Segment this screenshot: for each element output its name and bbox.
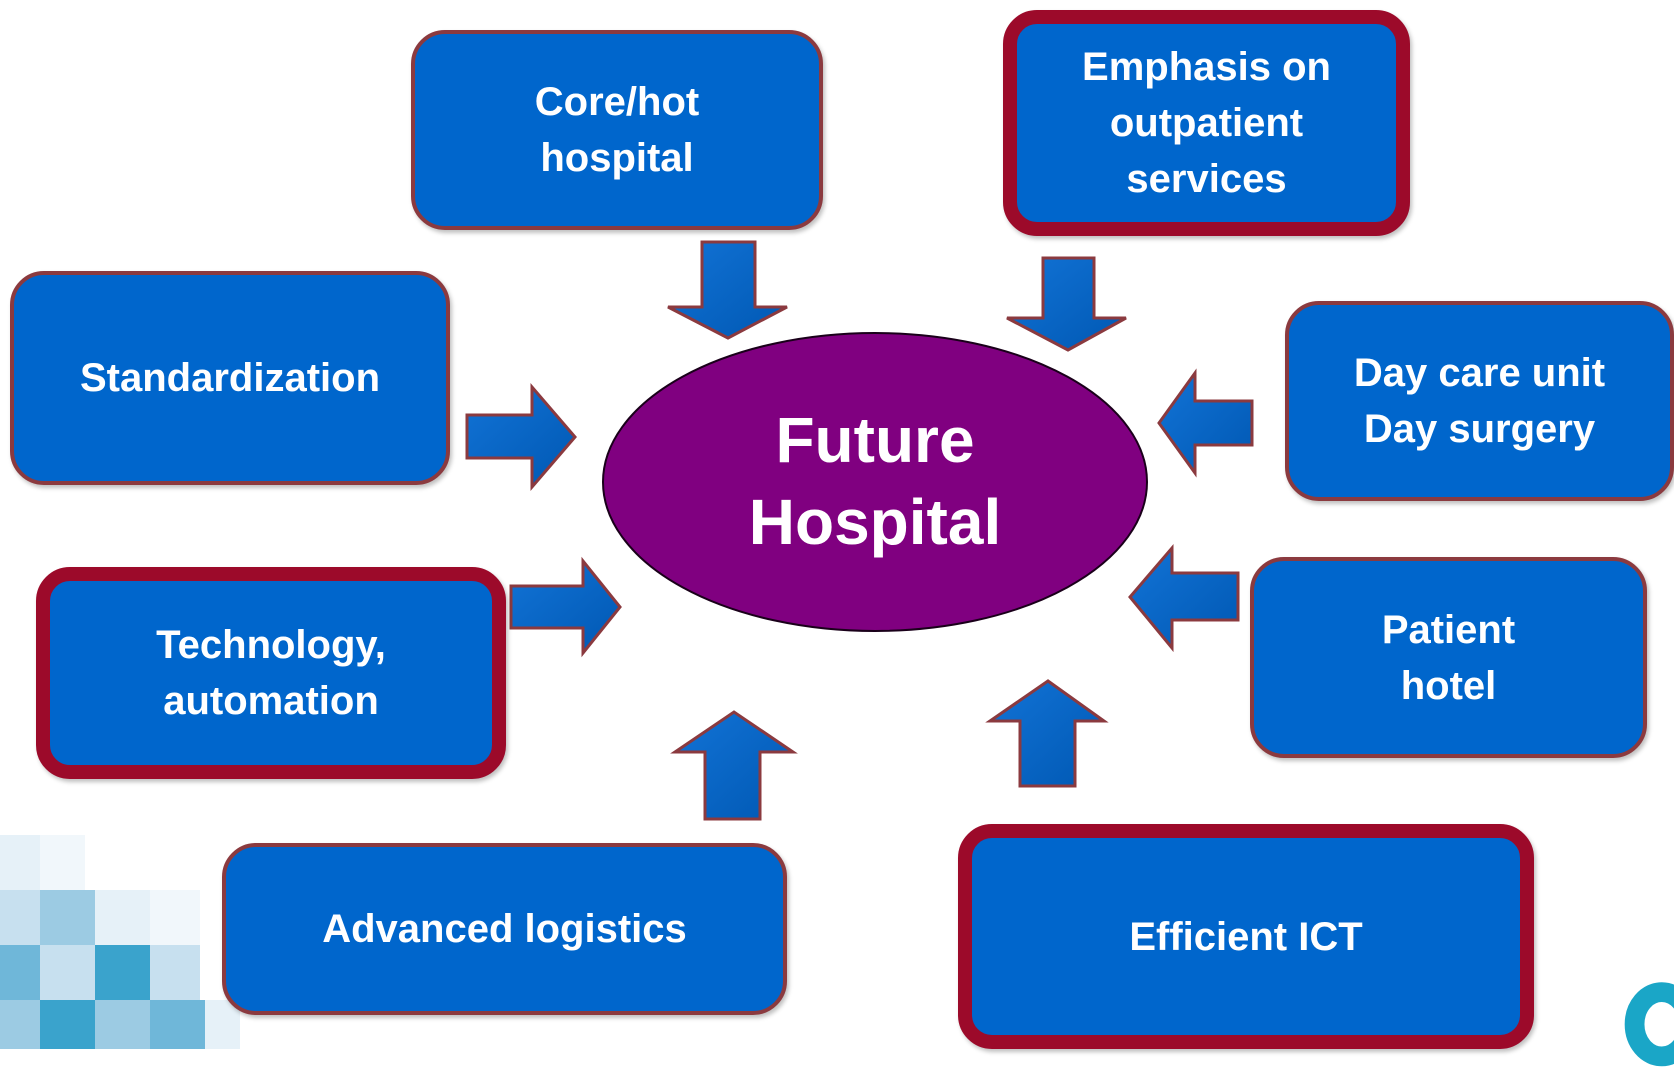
arrow-down-core [667,240,788,340]
node-core-hot-hospital: Core/hot hospital [411,30,823,230]
arrow-down-outpatient [1006,256,1127,352]
node-label: Emphasis on outpatient services [1082,45,1331,201]
arrow-up-logistics [670,710,798,821]
node-label: Technology, automation [156,623,386,723]
node-day-care: Day care unit Day surgery [1285,301,1674,501]
arrow-right-standardization [465,382,577,492]
arrow-right-technology [509,556,622,658]
node-advanced-logistics: Advanced logistics [222,843,787,1015]
node-outpatient-services: Emphasis on outpatient services [1003,10,1410,236]
node-technology-automation: Technology, automation [36,567,506,779]
node-label: Core/hot hospital [534,80,700,180]
future-hospital-hub: Future Hospital [603,332,1147,630]
node-standardization: Standardization [10,271,450,485]
node-label: Standardization [79,356,381,400]
node-efficient-ict: Efficient ICT [958,824,1534,1049]
future-hospital-label: Future Hospital [748,404,1002,558]
node-patient-hotel: Patient hotel [1250,557,1647,758]
arrow-up-ict [985,679,1109,788]
node-label: Patient hotel [1381,607,1516,708]
arrow-left-daycare [1157,368,1254,478]
node-label: Day care unit Day surgery [1353,351,1606,451]
node-label: Advanced logistics [322,907,687,951]
node-label: Efficient ICT [1129,914,1363,959]
arrow-left-patient-hotel [1128,543,1240,653]
